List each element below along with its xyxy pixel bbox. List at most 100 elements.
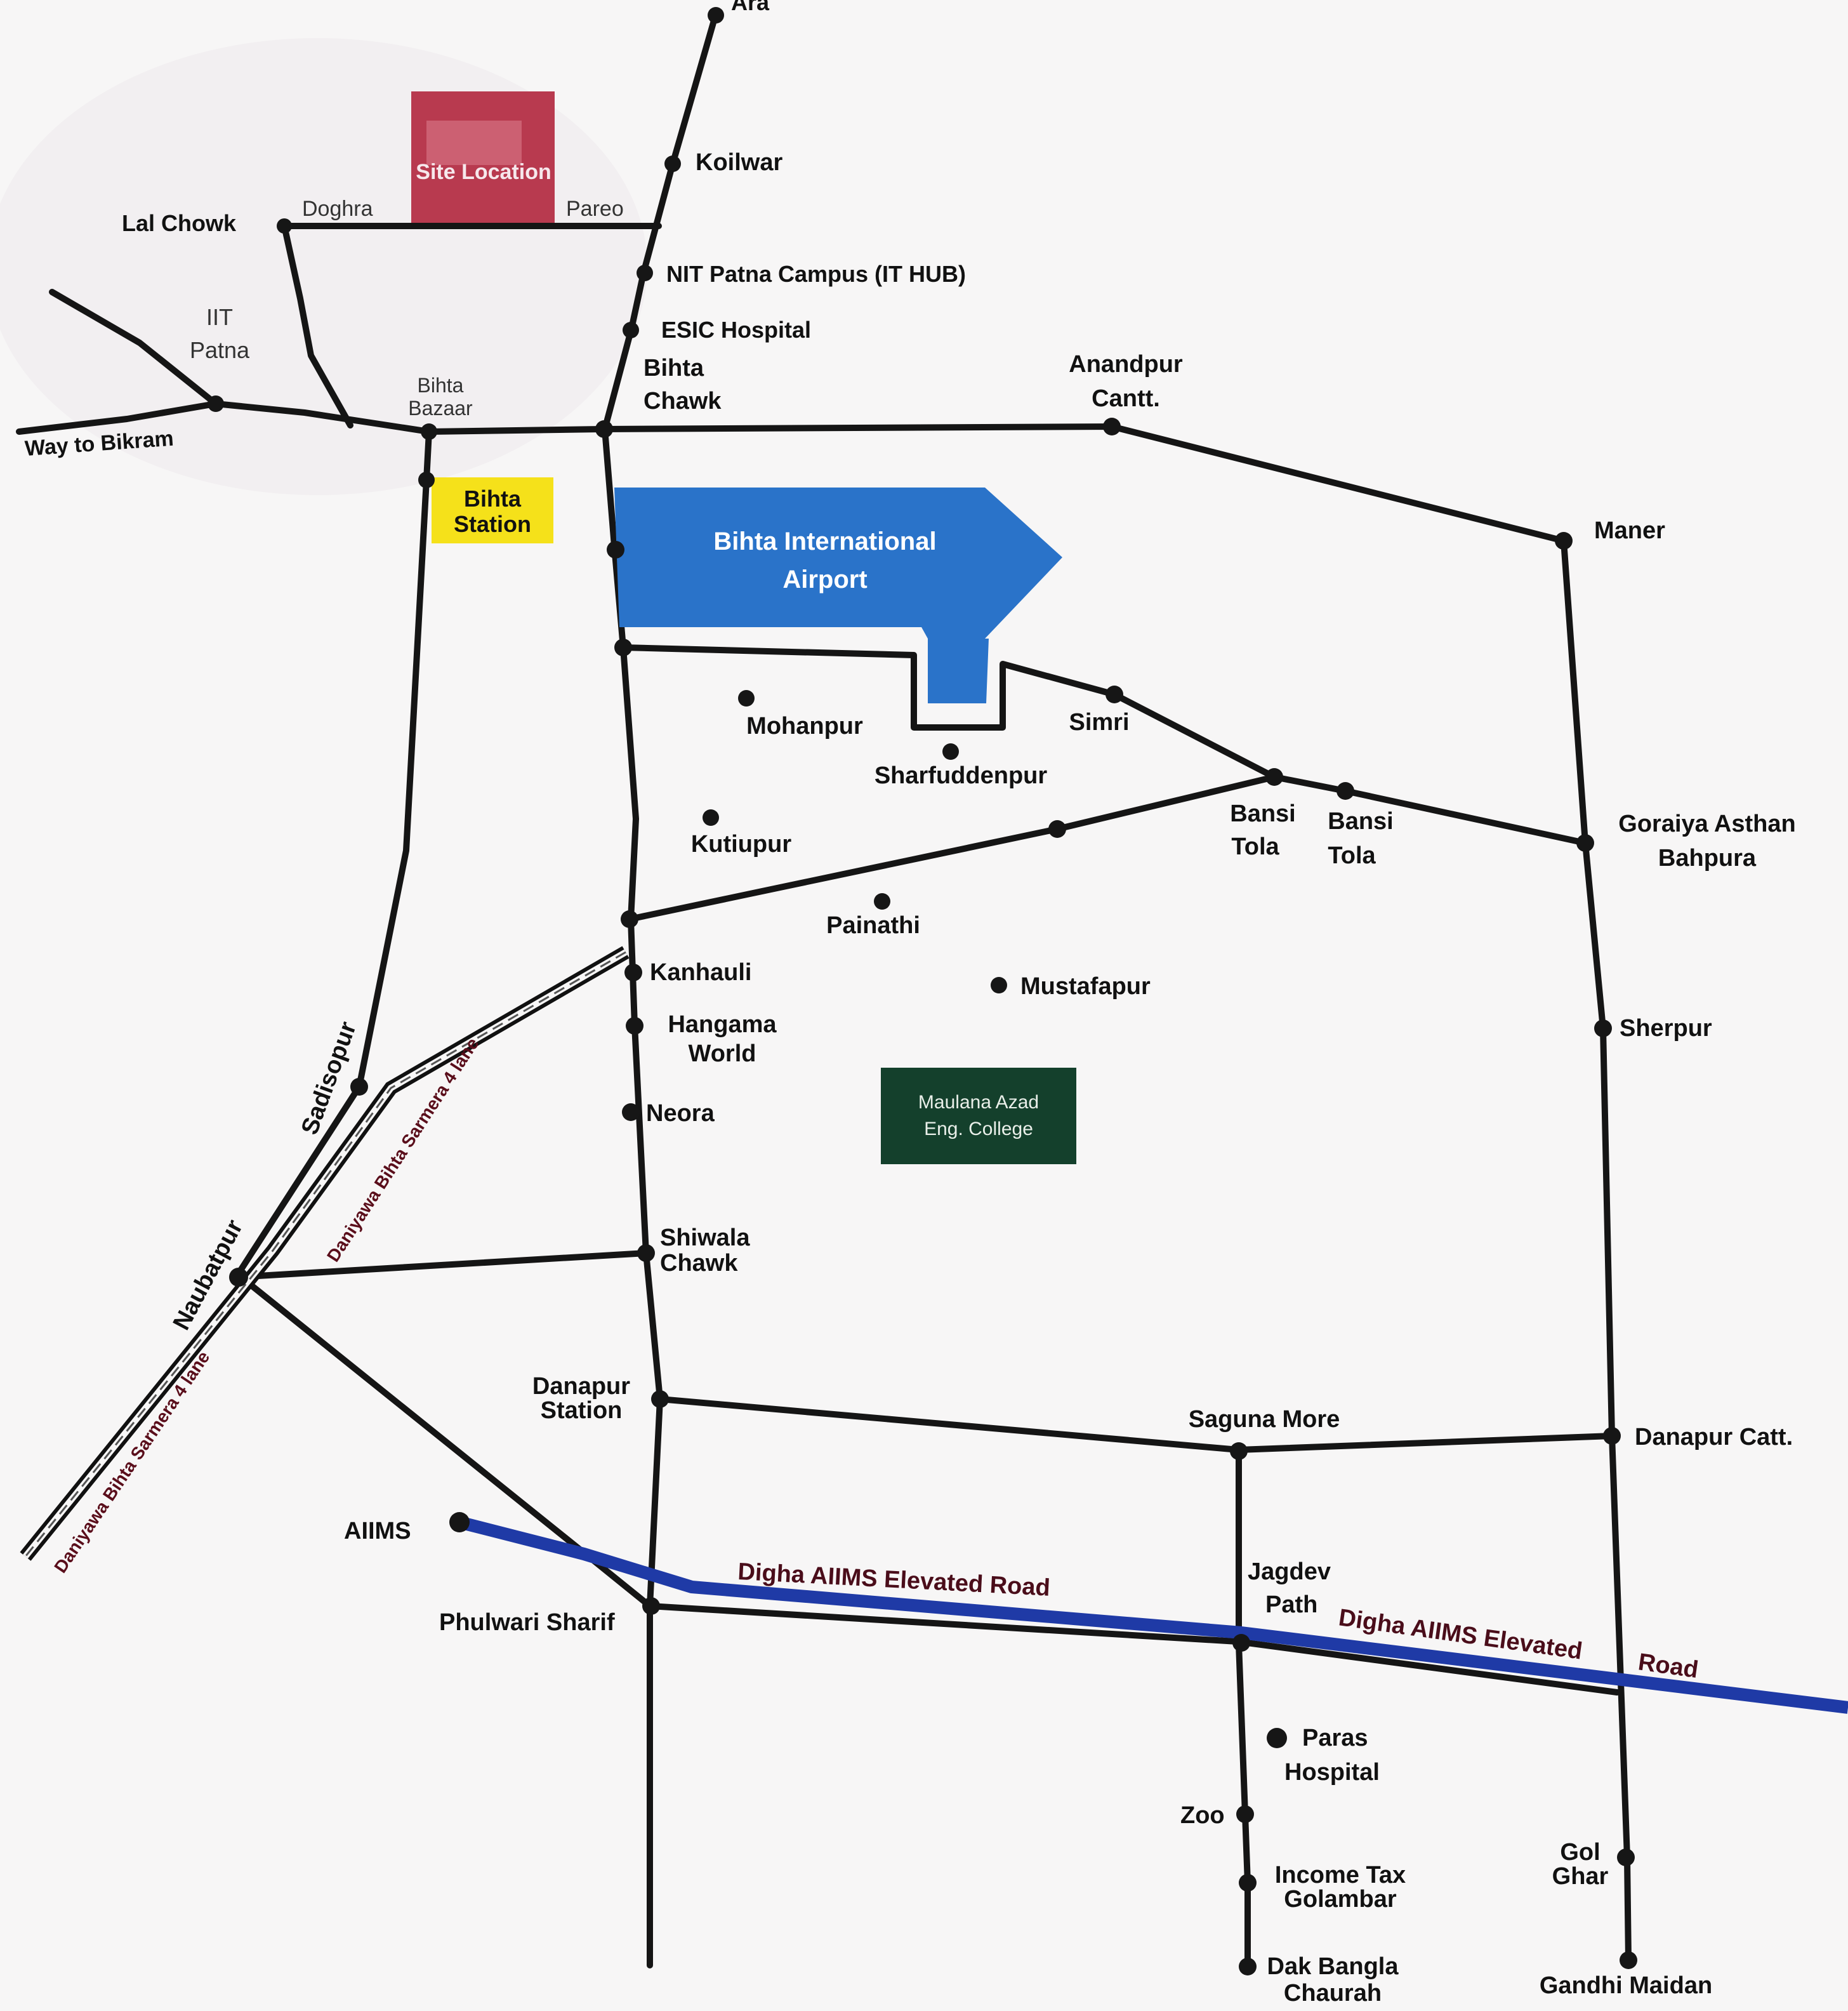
- label-hangama-1: Hangama: [668, 1011, 777, 1038]
- junction-nodes: [208, 7, 1637, 1975]
- label-mustafapur: Mustafapur: [1020, 973, 1151, 1000]
- node-hangama[interactable]: [626, 1017, 644, 1035]
- label-sadisopur: Sadisopur: [296, 1018, 362, 1138]
- node-neora[interactable]: [622, 1103, 640, 1121]
- naubatpur-shiwala-road: [233, 1250, 649, 1280]
- simri-goraiya-road: [1111, 691, 1588, 846]
- node-maner[interactable]: [1555, 532, 1573, 550]
- label-iit-2: Patna: [190, 337, 250, 363]
- label-esic: ESIC Hospital: [661, 317, 811, 343]
- airport-access-road: [620, 644, 1118, 731]
- label-shiwala-2: Chawk: [660, 1250, 738, 1277]
- label-danapur-station-1: Danapur: [532, 1373, 630, 1400]
- airport-label-line2: Airport: [782, 566, 867, 594]
- label-sharfuddenpur: Sharfuddenpur: [874, 762, 1048, 789]
- node-kanhauli-junction[interactable]: [621, 910, 638, 928]
- label-zoo: Zoo: [1180, 1802, 1225, 1829]
- bihta-station-block[interactable]: Bihta Station: [432, 477, 553, 543]
- node-gandhi-maidan[interactable]: [1620, 1951, 1637, 1969]
- label-paras-2: Hospital: [1284, 1759, 1380, 1786]
- node-kanhauli[interactable]: [624, 964, 642, 981]
- airport-block[interactable]: Bihta International Airport: [614, 488, 1062, 703]
- node-sherpur[interactable]: [1594, 1019, 1612, 1037]
- node-airport-loop[interactable]: [614, 639, 632, 656]
- bihta-station-marker: [432, 477, 553, 543]
- node-anandpur[interactable]: [1103, 418, 1121, 435]
- node-naubatpur[interactable]: [229, 1268, 248, 1287]
- label-gol-ghar-1: Gol: [1560, 1839, 1600, 1866]
- label-pareo: Pareo: [566, 197, 624, 221]
- maner-gandhi-maidan-road: [1561, 538, 1632, 1963]
- college-marker: [881, 1068, 1076, 1164]
- node-saguna-more[interactable]: [1230, 1442, 1248, 1460]
- node-goraiya[interactable]: [1576, 834, 1594, 852]
- node-koilwar[interactable]: [664, 156, 681, 172]
- node-simri[interactable]: [1106, 686, 1123, 703]
- node-iit-junction[interactable]: [208, 395, 224, 412]
- label-highway-lower: Daniyawa Bihta Sarmera 4 lane: [50, 1348, 213, 1577]
- label-danapur-station-2: Station: [541, 1397, 623, 1424]
- node-kutiupur[interactable]: [703, 809, 719, 826]
- node-mustafapur[interactable]: [991, 977, 1007, 993]
- label-bihta-chawk-2: Chawk: [644, 388, 722, 415]
- bihta-bazaar-road: [16, 401, 606, 435]
- label-phulwari: Phulwari Sharif: [439, 1609, 615, 1636]
- college-line1: Maulana Azad: [918, 1092, 1039, 1113]
- label-sherpur: Sherpur: [1620, 1015, 1712, 1042]
- label-maner: Maner: [1594, 517, 1665, 544]
- label-simri: Simri: [1069, 709, 1129, 736]
- node-nit-patna[interactable]: [637, 265, 653, 281]
- node-bansi-tola-b[interactable]: [1336, 782, 1354, 800]
- label-mohanpur: Mohanpur: [746, 713, 863, 740]
- node-dak-bangla[interactable]: [1239, 1958, 1257, 1975]
- iit-road: [49, 289, 219, 407]
- college-block[interactable]: Maulana Azad Eng. College: [881, 1068, 1076, 1164]
- node-jagdev-path[interactable]: [1232, 1634, 1250, 1652]
- node-bihta-bazaar[interactable]: [421, 423, 437, 440]
- node-danapur-station[interactable]: [651, 1390, 669, 1408]
- label-hangama-2: World: [689, 1040, 756, 1067]
- node-zoo[interactable]: [1236, 1805, 1254, 1823]
- node-ara[interactable]: [708, 7, 724, 23]
- node-bihta-station[interactable]: [418, 472, 435, 488]
- label-shiwala-1: Shiwala: [660, 1225, 750, 1251]
- node-paras-hospital[interactable]: [1267, 1728, 1287, 1748]
- label-koilwar: Koilwar: [696, 149, 782, 176]
- node-bihta-chawk[interactable]: [595, 420, 613, 438]
- node-aiims[interactable]: [449, 1512, 470, 1532]
- label-goraiya-1: Goraiya Asthan: [1618, 811, 1795, 837]
- sadisopur-naubatpur-road: [233, 1084, 362, 1280]
- node-shiwala[interactable]: [637, 1244, 655, 1262]
- road-labels: Daniyawa Bihta Sarmera 4 lane Daniyawa B…: [50, 1034, 1700, 1683]
- label-jagdev-1: Jagdev: [1248, 1558, 1331, 1585]
- label-income-tax-1: Income Tax: [1275, 1862, 1406, 1888]
- label-dak-bangla-1: Dak Bangla: [1267, 1953, 1399, 1980]
- label-aiims: AIIMS: [344, 1518, 411, 1544]
- node-mohanpur[interactable]: [738, 690, 755, 707]
- label-ara: Ara: [731, 0, 770, 15]
- daniyawa-bihta-sarmera-highway: [20, 946, 630, 1561]
- label-gandhi-maidan: Gandhi Maidan: [1540, 1972, 1712, 1999]
- label-neora: Neora: [646, 1100, 715, 1127]
- node-danapur-catt[interactable]: [1603, 1427, 1621, 1445]
- college-line2: Eng. College: [924, 1118, 1033, 1139]
- node-sadisopur[interactable]: [350, 1078, 368, 1096]
- node-airport-west[interactable]: [607, 541, 624, 559]
- node-gol-ghar[interactable]: [1617, 1848, 1635, 1866]
- site-location-block[interactable]: Site Location: [411, 91, 555, 225]
- node-bansi-link[interactable]: [1048, 820, 1066, 838]
- node-painathi[interactable]: [874, 893, 890, 910]
- node-income-tax[interactable]: [1239, 1874, 1257, 1892]
- main-north-south-road: [602, 11, 719, 1968]
- digha-aiims-elevated-road: [452, 1515, 1848, 1714]
- node-sharfuddenpur[interactable]: [942, 743, 959, 760]
- label-saguna-more: Saguna More: [1189, 1406, 1340, 1433]
- place-labels: Ara Koilwar Lal Chowk Doghra Pareo NIT P…: [24, 0, 1796, 2007]
- label-kanhauli: Kanhauli: [650, 959, 751, 986]
- node-esic[interactable]: [623, 322, 639, 338]
- node-bansi-tola-a[interactable]: [1265, 768, 1283, 786]
- node-phulwari[interactable]: [642, 1597, 660, 1615]
- label-anandpur-1: Anandpur: [1069, 351, 1183, 378]
- node-lal-chowk[interactable]: [277, 218, 292, 234]
